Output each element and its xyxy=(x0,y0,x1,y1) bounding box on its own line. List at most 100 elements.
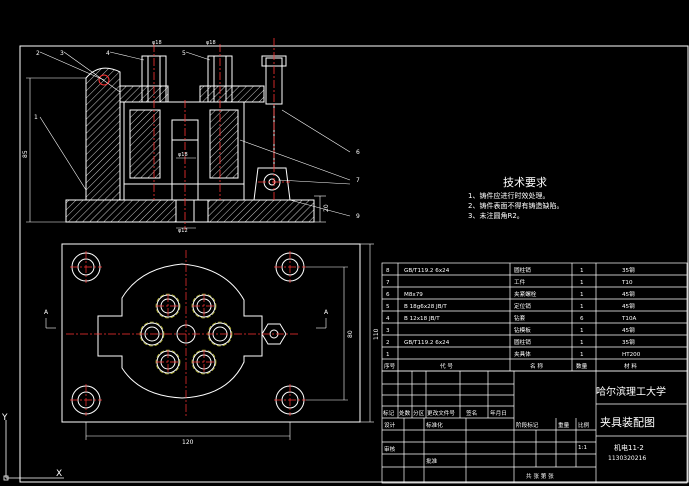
bom-cell: 1 xyxy=(580,280,584,286)
bom-cell: 1 xyxy=(580,328,584,334)
section-mark-left: A xyxy=(44,309,49,316)
dim-dia-base: φ12 xyxy=(178,228,188,234)
tb-ratio: 比例 xyxy=(578,421,590,429)
plan-outline xyxy=(61,243,361,423)
ucs-y-label: Y xyxy=(1,413,8,423)
tb-change: 更改文件号 xyxy=(427,409,455,417)
label-part-6: 6 xyxy=(356,149,360,156)
tb-school: 哈尔滨理工大学 xyxy=(596,385,666,398)
base-plate-left xyxy=(65,199,177,223)
bom-cell: 8 xyxy=(386,268,390,274)
bom-cell: 3 xyxy=(386,328,390,334)
left-upright xyxy=(85,67,121,201)
tb-sign: 签名 xyxy=(466,409,477,417)
dim-dia-pin: φ18 xyxy=(178,152,188,158)
bom-cell: 夹紧螺栓 xyxy=(514,290,537,298)
bom-cell: 35钢 xyxy=(622,266,635,274)
tb-zone: 分区 xyxy=(413,409,425,417)
tb-student-id: 1130320216 xyxy=(608,455,646,462)
bom-header: 材 料 xyxy=(624,362,637,370)
bom-cell: 1 xyxy=(580,268,584,274)
bom-cell: 5 xyxy=(386,304,390,310)
tb-stage: 阶段标记 xyxy=(516,421,539,429)
label-part-7: 7 xyxy=(356,177,360,184)
technical-requirements: 技术要求 1、铸件应进行时效处理。 2、铸件表面不得有铸造缺陷。 3、未注圆角R… xyxy=(468,176,563,220)
label-part-9: 9 xyxy=(356,213,360,220)
tb-date: 年月日 xyxy=(490,409,507,417)
label-part-1: 1 xyxy=(34,114,38,121)
dim-width-bottom: 120 xyxy=(182,439,194,446)
dim-dia-bushing-left: φ18 xyxy=(152,40,162,46)
bom-cell: 夹具体 xyxy=(514,350,531,358)
outer-frame xyxy=(19,45,689,483)
bom-cell: 1 xyxy=(580,292,584,298)
dim-height-plan-inner: 80 xyxy=(347,330,354,338)
bom-cell: 6 xyxy=(580,316,584,322)
label-part-2: 2 xyxy=(36,50,40,57)
bom-header: 代 号 xyxy=(440,362,453,370)
label-part-3: 3 xyxy=(60,50,64,57)
tb-drawing-name: 夹具装配图 xyxy=(600,416,655,429)
bom-cell: 1 xyxy=(580,352,584,358)
ucs-axis-icon xyxy=(3,420,64,481)
dim-dia-bushing-right: φ18 xyxy=(206,40,216,46)
bom-cell: 1 xyxy=(386,352,390,358)
bom-cell: 钻套 xyxy=(514,314,526,322)
bom-cell: 45钢 xyxy=(622,302,635,310)
title-block-text: 标记 处数 分区 更改文件号 签名 年月日 设计 标准化 审核 批准 阶段标记 … xyxy=(383,385,666,480)
bom-cell: 35钢 xyxy=(622,338,635,346)
pin-2-mark xyxy=(98,74,110,86)
dim-height-left: 85 xyxy=(22,150,29,158)
bom-cell: 6 xyxy=(386,292,390,298)
bom-header: 名 称 xyxy=(530,362,543,370)
tb-review: 审核 xyxy=(384,445,396,453)
tb-weight: 重量 xyxy=(558,421,570,429)
tb-approve: 批准 xyxy=(426,457,438,465)
bom-cell: GB/T119.2 6x24 xyxy=(404,340,450,346)
bom-cell: 圆柱销 xyxy=(514,266,531,274)
bom-cell: 45钢 xyxy=(622,290,635,298)
bom-cell: T10 xyxy=(621,280,633,286)
bom-cell: 1 xyxy=(580,340,584,346)
bom-cell: HT200 xyxy=(622,352,641,358)
bom-cell: B 12x18 JB/T xyxy=(404,316,440,322)
bom-cell: GB/T119.2 6x24 xyxy=(404,268,450,274)
bom-cell: 钻模板 xyxy=(514,326,531,334)
bom-cell: T10A xyxy=(621,316,637,322)
drill-plate-left xyxy=(119,85,169,103)
label-part-4: 4 xyxy=(106,50,110,57)
dim-height-right: 20 xyxy=(323,204,330,212)
bom-header: 数量 xyxy=(576,362,588,370)
bom-cell: 1 xyxy=(580,304,584,310)
part-leaders xyxy=(39,51,351,217)
bom-cell: 2 xyxy=(386,340,390,346)
tech-req-item-2: 2、铸件表面不得有铸造缺陷。 xyxy=(468,201,563,210)
tb-standard: 标准化 xyxy=(426,421,443,429)
tech-req-item-1: 1、铸件应进行时效处理。 xyxy=(468,191,549,200)
tb-count: 处数 xyxy=(399,409,411,417)
bom-header: 序号 xyxy=(384,362,396,370)
bom-cell: 45钢 xyxy=(622,326,635,334)
title-block xyxy=(381,370,688,484)
tb-design: 设计 xyxy=(384,421,396,429)
plan-dimensions xyxy=(45,243,374,440)
bom-cell: 工件 xyxy=(514,278,526,286)
bom-cell: 圆柱销 xyxy=(514,338,531,346)
tb-mark: 标记 xyxy=(383,409,395,417)
tech-req-title: 技术要求 xyxy=(503,176,547,189)
front-dimensions xyxy=(26,45,326,229)
tb-scale-value: 1:1 xyxy=(578,445,587,451)
front-centerlines xyxy=(153,38,290,230)
front-section-view xyxy=(65,55,315,223)
bom-cell: 4 xyxy=(386,316,390,322)
tb-class: 机电11-2 xyxy=(614,443,644,452)
tech-req-item-3: 3、未注圆角R2。 xyxy=(468,211,524,220)
dim-height-plan: 110 xyxy=(373,328,380,340)
plan-view xyxy=(61,243,361,423)
bom-cell: 7 xyxy=(386,280,390,286)
label-part-5: 5 xyxy=(182,50,186,57)
base-plate-right xyxy=(207,199,315,223)
